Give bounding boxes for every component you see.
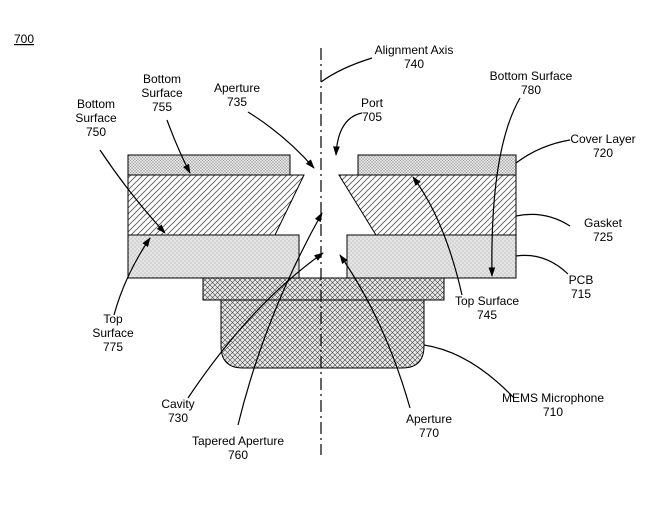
leader-cavity: [187, 252, 324, 399]
leader-port: [333, 112, 363, 156]
aperture-770-ref: 770: [419, 426, 439, 440]
cover-layer: [127, 154, 517, 176]
top-surface-775-line1: Top: [103, 312, 123, 326]
cavity-ref: 730: [168, 411, 188, 425]
leader-lines: [99, 57, 571, 426]
mems-microphone-body: [220, 299, 425, 369]
leader-cover-layer: [515, 139, 571, 164]
leader-pcb: [515, 254, 569, 275]
gasket-ref: 725: [593, 230, 613, 244]
mems-microphone-ref: 710: [543, 405, 563, 419]
cover-layer-ref: 720: [593, 146, 613, 160]
cavity-name: Cavity: [161, 397, 194, 411]
leader-bottom-surface-750: [99, 149, 166, 234]
aperture-770-name: Aperture: [406, 412, 452, 426]
bottom-surface-755-line1: Bottom: [143, 72, 181, 86]
top-surface-775-ref: 775: [103, 340, 123, 354]
leader-top-surface-745: [412, 176, 463, 296]
cover-layer-name: Cover Layer: [570, 132, 635, 146]
cover-layer-left: [127, 154, 291, 176]
pcb: [127, 234, 517, 279]
top-surface-745-name: Top Surface: [455, 294, 519, 308]
cover-layer-right: [357, 154, 517, 176]
leader-mems-microphone: [423, 344, 515, 399]
leader-top-surface-775: [113, 237, 151, 316]
tapered-aperture-ref: 760: [228, 448, 248, 462]
leader-alignment-axis: [320, 57, 373, 83]
gasket: [127, 174, 517, 236]
leader-gasket: [515, 213, 571, 227]
gasket-name: Gasket: [584, 216, 623, 230]
bottom-surface-755-line2: Surface: [141, 86, 183, 100]
pcb-left: [127, 234, 300, 279]
mems-microphone-name: MEMS Microphone: [502, 391, 604, 405]
top-surface-745-ref: 745: [477, 308, 497, 322]
pcb-right: [346, 234, 517, 279]
tapered-aperture-name: Tapered Aperture: [192, 434, 284, 448]
labels: 700 Alignment Axis 740 Bottom Surface 78…: [14, 32, 636, 462]
pcb-name: PCB: [569, 273, 594, 287]
alignment-axis-name: Alignment Axis: [375, 43, 454, 57]
mems-base-plate: [202, 277, 445, 301]
bottom-surface-755-ref: 755: [152, 100, 172, 114]
port-ref: 705: [362, 110, 382, 124]
port-name: Port: [361, 96, 384, 110]
top-surface-775-line2: Surface: [92, 326, 134, 340]
bottom-surface-750-ref: 750: [86, 125, 106, 139]
leader-aperture-735: [247, 111, 315, 169]
bottom-surface-750-line1: Bottom: [77, 97, 115, 111]
leader-bottom-surface-755: [166, 119, 191, 174]
leader-tapered-aperture: [237, 212, 323, 426]
bottom-surface-750-line2: Surface: [75, 111, 117, 125]
figure-number: 700: [14, 32, 34, 46]
bottom-surface-780-ref: 780: [521, 83, 541, 97]
bottom-surface-780-name: Bottom Surface: [490, 69, 573, 83]
alignment-axis-ref: 740: [404, 57, 424, 71]
aperture-735-name: Aperture: [214, 81, 260, 95]
aperture-735-ref: 735: [227, 95, 247, 109]
pcb-ref: 715: [571, 287, 591, 301]
gasket-left: [127, 174, 305, 236]
leader-aperture-770: [339, 254, 411, 409]
gasket-right: [338, 174, 517, 236]
leader-bottom-surface-780: [488, 97, 521, 277]
